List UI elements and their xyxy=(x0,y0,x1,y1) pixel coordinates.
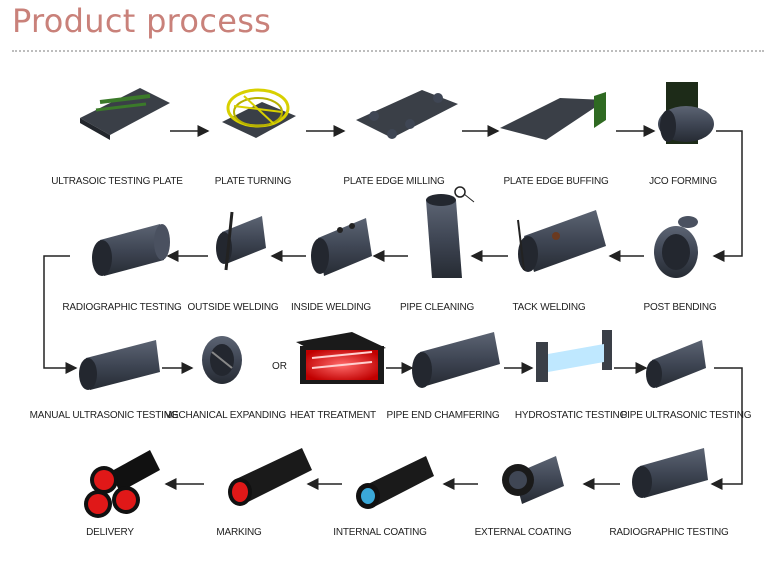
step-pipe-end-chamfering-illustration xyxy=(412,332,500,388)
flow-arrows xyxy=(43,125,743,490)
step-label-marking: MARKING xyxy=(216,527,262,538)
step-label-radiographic-testing-2: RADIOGRAPHIC TESTING xyxy=(609,527,729,538)
step-mechanical-expanding-illustration xyxy=(202,336,242,384)
step-internal-coating-illustration xyxy=(356,456,434,509)
step-tack-welding-illustration xyxy=(517,210,606,272)
step-label-pipe-end-chamfering: PIPE END CHAMFERING xyxy=(386,410,500,421)
step-heat-treatment-illustration xyxy=(296,332,386,384)
step-radiographic-testing-2-illustration xyxy=(632,448,708,498)
step-label-jco-forming: JCO FORMING xyxy=(649,176,717,187)
step-plate-turning-illustration xyxy=(222,88,296,138)
step-label-ultrasonic-testing-plate: ULTRASOIC TESTING PLATE xyxy=(51,176,183,187)
step-label-mechanical-expanding: MECHANICAL EXPANDING xyxy=(163,410,287,421)
step-hydrostatic-testing-illustration xyxy=(536,330,612,382)
step-label-plate-edge-buffing: PLATE EDGE BUFFING xyxy=(503,176,609,187)
step-radiographic-testing-1-illustration xyxy=(92,224,170,276)
step-marking-illustration xyxy=(228,448,312,506)
step-label-pipe-ultrasonic-testing: PIPE ULTRASONIC TESTING xyxy=(620,410,752,421)
step-label-pipe-cleaning: PIPE CLEANING xyxy=(399,302,475,313)
step-post-bending-illustration xyxy=(654,216,698,278)
step-label-outside-welding: OUTSIDE WELDING xyxy=(187,302,279,313)
step-delivery-illustration xyxy=(84,450,160,518)
or-label: OR xyxy=(272,361,287,372)
step-label-plate-turning: PLATE TURNING xyxy=(214,176,292,187)
step-outside-welding-illustration xyxy=(216,211,266,271)
step-pipe-ultrasonic-testing-illustration xyxy=(646,340,706,388)
step-label-manual-ultrasonic-testing: MANUAL ULTRASONIC TESTING xyxy=(29,410,179,421)
step-pipe-cleaning-illustration xyxy=(426,186,475,278)
step-manual-ultrasonic-testing-illustration xyxy=(79,340,160,390)
step-label-delivery: DELIVERY xyxy=(86,527,134,538)
step-jco-forming-illustration xyxy=(658,82,714,144)
title-divider xyxy=(12,50,764,52)
step-ultrasonic-testing-plate-illustration xyxy=(80,88,170,140)
step-label-external-coating: EXTERNAL COATING xyxy=(474,527,572,538)
step-label-hydrostatic-testing: HYDROSTATIC TESTING xyxy=(514,410,628,421)
step-plate-edge-milling-illustration xyxy=(356,90,458,139)
step-label-plate-edge-milling: PLATE EDGE MILLING xyxy=(343,176,445,187)
page-title: Product process xyxy=(12,2,272,40)
step-label-internal-coating: INTERNAL COATING xyxy=(333,527,427,538)
step-inside-welding-illustration xyxy=(311,218,372,276)
step-label-heat-treatment: HEAT TREATMENT xyxy=(290,410,376,421)
step-label-inside-welding: INSIDE WELDING xyxy=(291,302,371,313)
step-label-post-bending: POST BENDING xyxy=(643,302,717,313)
step-label-tack-welding: TACK WELDING xyxy=(512,302,586,313)
step-label-radiographic-testing-1: RADIOGRAPHIC TESTING xyxy=(62,302,182,313)
step-plate-edge-buffing-illustration xyxy=(500,92,606,140)
step-external-coating-illustration xyxy=(502,456,564,504)
